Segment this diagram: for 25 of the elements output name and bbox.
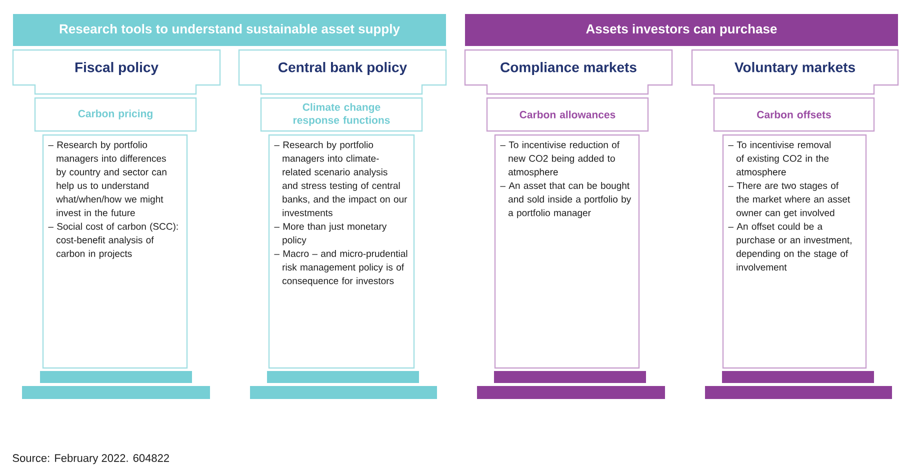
header-band: Assets investors can purchase xyxy=(465,14,898,46)
bullet-text: – Research by portfolio managers into climate-related scenario analysis and stress testing of central banks, and the impact on our investments xyxy=(274,141,408,216)
pillar-capital: Central bank policy xyxy=(238,49,447,95)
bullet-text: – To incentivise removal of existing CO2 in the atmosphere xyxy=(728,141,831,178)
pillar-capital: Compliance markets xyxy=(464,49,673,95)
subheading-box: Climate change response functions xyxy=(260,97,423,132)
bullet-text: – More than just monetary policy xyxy=(274,222,387,246)
text-panel xyxy=(722,134,867,369)
bullet-text: – Research by portfolio managers into differences by country and sector can help us to understand what/when/how we might invest in the future xyxy=(48,141,166,216)
text-panel xyxy=(268,134,415,369)
source-note: Source: February 2022. 604822 xyxy=(12,454,169,464)
bullet-text: – An asset that can be bought and sold inside a portfolio by a portfolio manager xyxy=(500,182,632,218)
header-band: Research tools to understand sustainable asset supply xyxy=(13,14,446,46)
pillar-capital: Fiscal policy xyxy=(12,49,221,95)
bullet-text: – There are two stages of the market where an asset owner can get involved xyxy=(728,182,850,218)
subheading-box: Carbon pricing xyxy=(34,97,197,132)
bullet-text: – An offset could be a purchase or an investment, depending on the stage of involvement xyxy=(728,222,852,271)
bullet-text: – Macro – and micro-prudential risk management policy is of consequence for investors xyxy=(274,250,408,286)
bullet-text: – Social cost of carbon (SCC): cost-benefit analysis of carbon in projects xyxy=(48,222,178,259)
text-panel xyxy=(494,134,640,369)
subheading-box: Carbon allowances xyxy=(486,97,649,132)
text-panel xyxy=(42,134,188,369)
pillar-capital: Voluntary markets xyxy=(691,49,899,95)
subheading-box: Carbon offsets xyxy=(713,97,875,132)
bullet-text: – To incentivise reduction of new CO2 being added to atmosphere xyxy=(500,141,620,178)
